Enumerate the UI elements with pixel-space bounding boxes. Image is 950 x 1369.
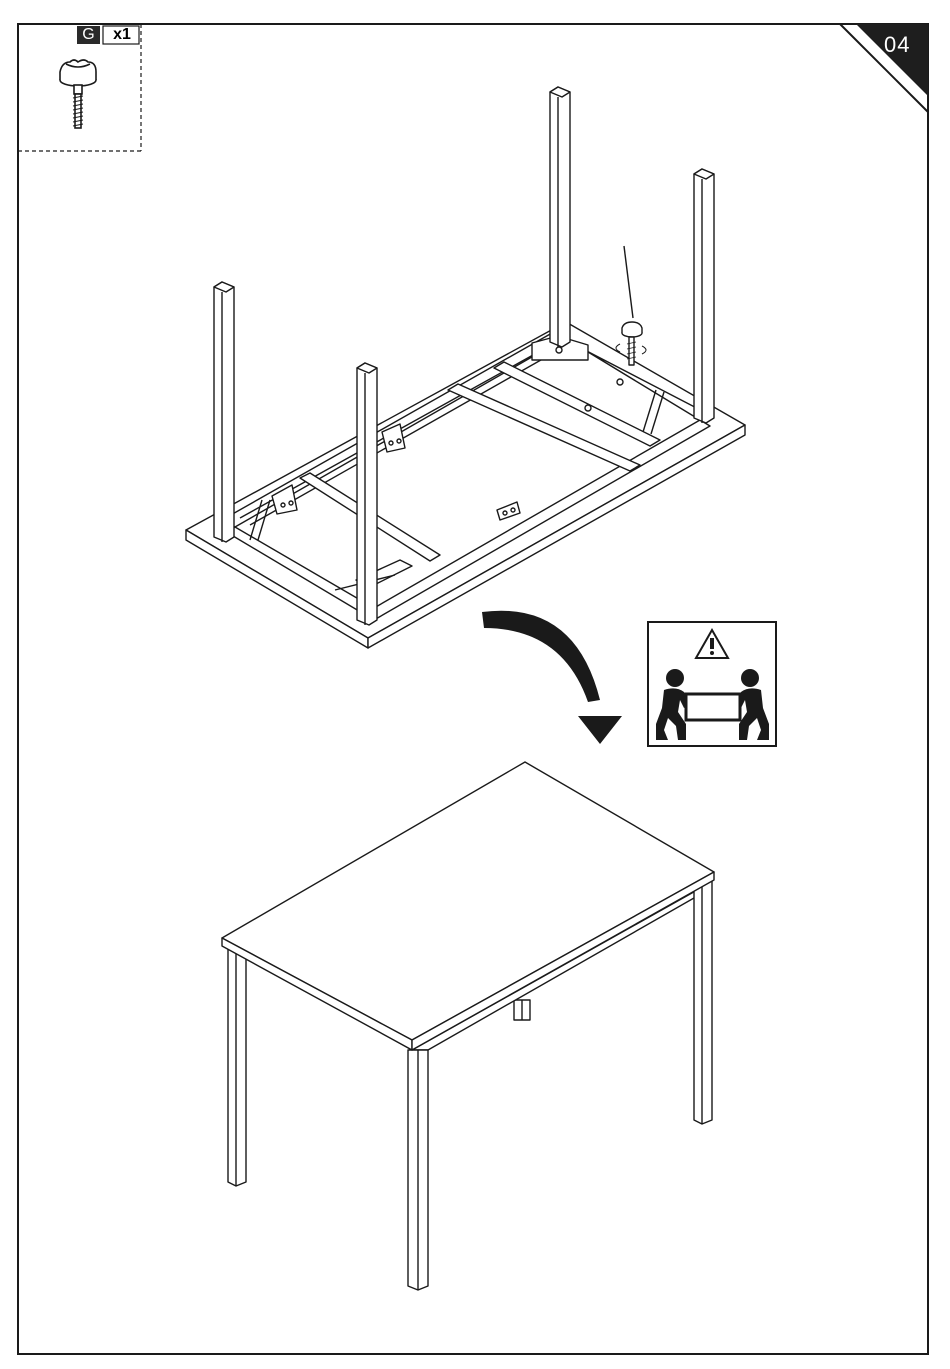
page-border: [18, 24, 928, 1354]
table-leg-left: [228, 946, 246, 1186]
curved-arrow-down-icon: [482, 611, 622, 744]
part-quantity: x1: [105, 26, 139, 44]
part-letter-badge: G: [77, 26, 100, 44]
knob-screw-icon: [60, 60, 96, 128]
table-leg-front: [408, 1050, 428, 1290]
table-leg-back-right: [550, 87, 570, 347]
table-leg-back-left: [214, 282, 234, 542]
upside-down-table: [186, 87, 745, 648]
table-leg-front-right: [694, 169, 714, 423]
table-leg-front-left: [357, 363, 377, 625]
two-person-lift-warning-icon: [648, 622, 776, 746]
table-leg-right: [694, 880, 712, 1124]
step-number: 04: [884, 30, 930, 60]
upright-table: [222, 762, 714, 1290]
table-leg-back-far: [514, 1000, 530, 1020]
